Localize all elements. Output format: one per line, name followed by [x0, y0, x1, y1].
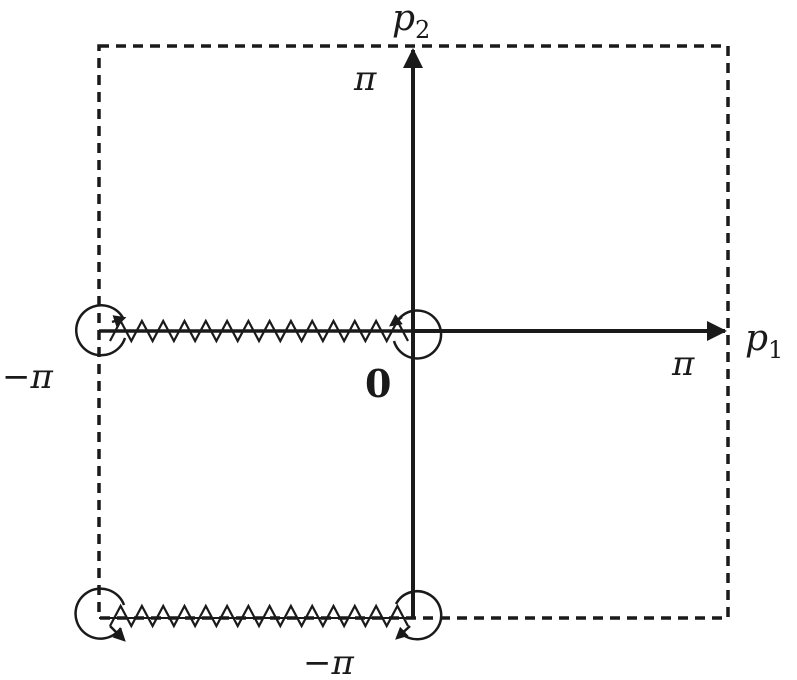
loop-left-bottom [74, 587, 126, 642]
tick-p1-pi: π [671, 344, 695, 384]
p2-axis-label: p2 [392, 0, 430, 44]
origin-label: 0 [365, 361, 391, 406]
loop-left-top [74, 304, 127, 357]
tick-p2-pi: π [353, 59, 377, 99]
tick-neg-pi-bottom: −π [303, 643, 354, 680]
p1-axis-label: p1 [745, 318, 783, 364]
branch-cut-zigzag-top [109, 318, 409, 344]
branch-cut-zigzag-bottom [109, 603, 409, 629]
loop-bottom-center [394, 590, 443, 641]
loop-origin [388, 309, 443, 360]
tick-neg-pi-left: −π [2, 357, 53, 397]
